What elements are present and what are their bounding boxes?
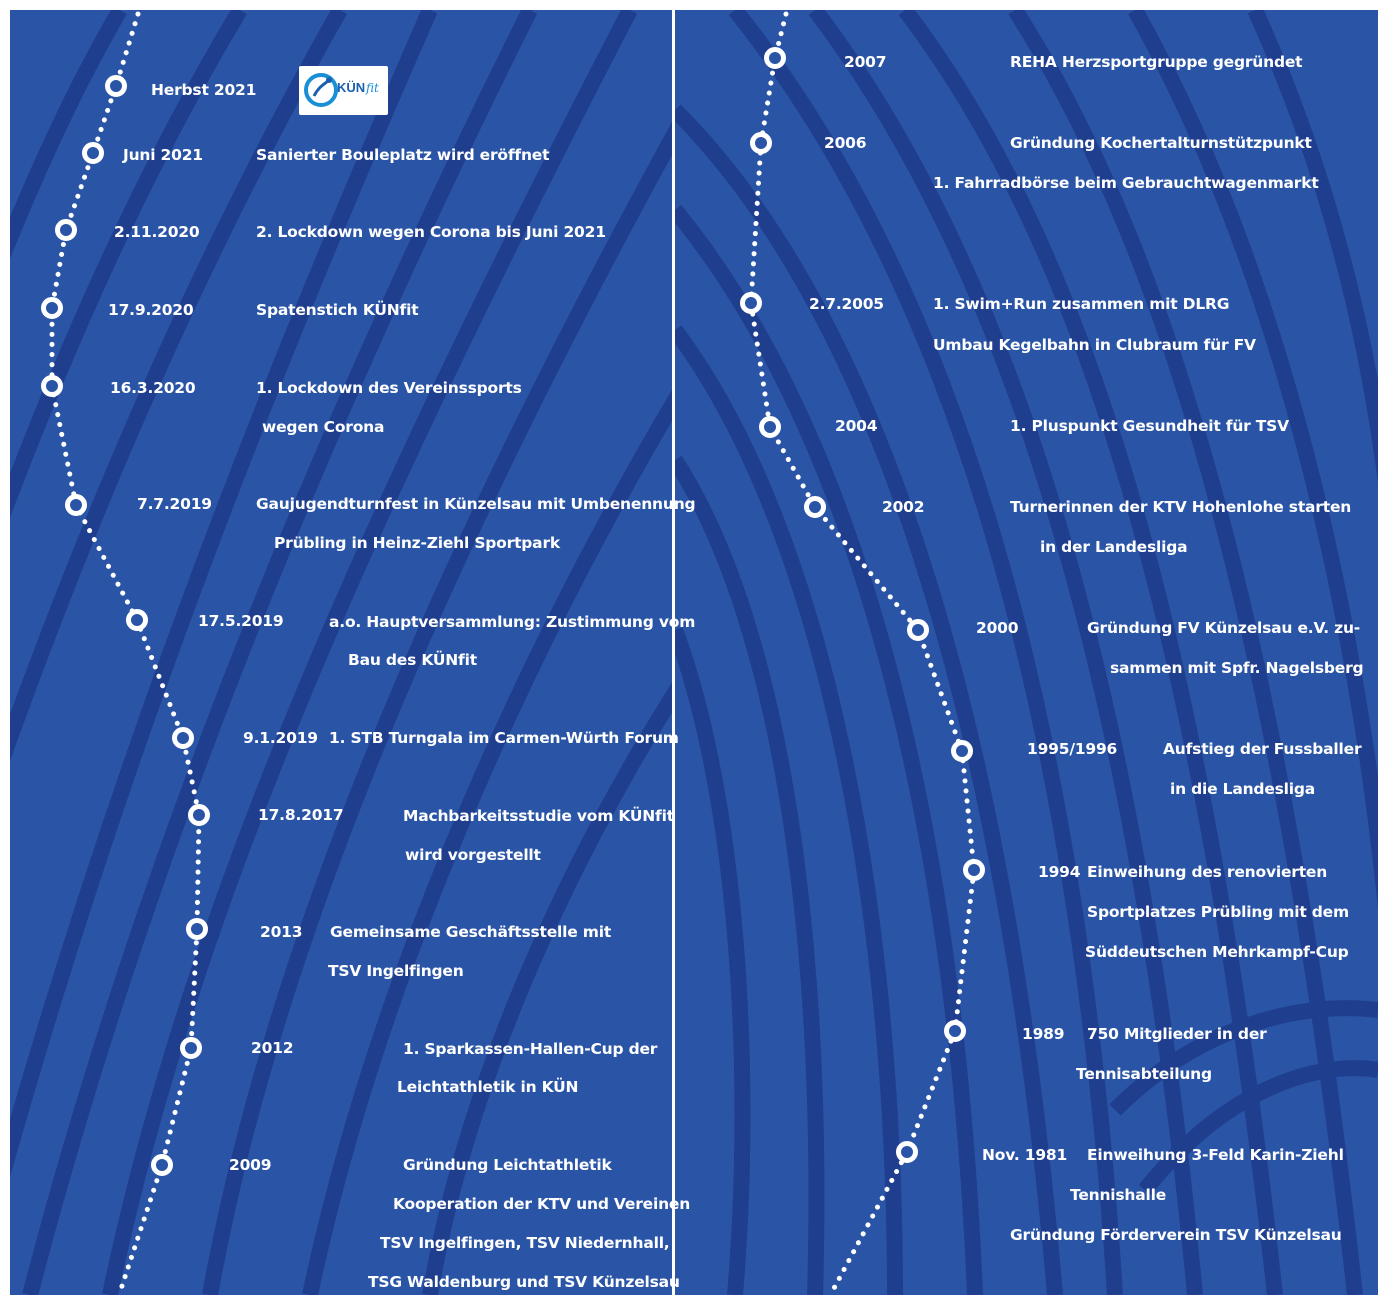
event-description: wird vorgestellt [405, 846, 541, 864]
event-date: 7.7.2019 [137, 495, 212, 513]
event-description: Sanierter Bouleplatz wird eröffnet [256, 146, 550, 164]
event-description: Prübling in Heinz-Ziehl Sportpark [274, 534, 560, 552]
event-description: Turnerinnen der KTV Hohenlohe starten [1010, 498, 1352, 516]
event-date: 2007 [844, 53, 887, 71]
event-date: 2002 [882, 498, 925, 516]
event-description: Bau des KÜNfit [348, 651, 477, 669]
timeline-marker [896, 1141, 918, 1163]
event-description: 1. Swim+Run zusammen mit DLRG [933, 295, 1230, 313]
timeline-marker [963, 859, 985, 881]
event-description: TSG Waldenburg und TSV Künzelsau [368, 1273, 680, 1291]
event-description: a.o. Hauptversammlung: Zustimmung vom [329, 613, 696, 631]
event-date: 1989 [1022, 1025, 1065, 1043]
event-description: Gründung Kochertalturnstützpunkt [1010, 134, 1312, 152]
timeline-marker [172, 727, 194, 749]
event-description: Spatenstich KÜNfit [256, 301, 419, 319]
event-description: Machbarkeitsstudie vom KÜNfit [403, 807, 674, 825]
event-description: Einweihung 3-Feld Karin-Ziehl [1087, 1146, 1344, 1164]
timeline-trail-right [748, 11, 977, 1295]
event-description: Gaujugendturnfest in Künzelsau mit Umben… [256, 495, 696, 513]
event-description: Gemeinsame Geschäftsstelle mit [330, 923, 612, 941]
event-date: 17.9.2020 [108, 301, 194, 319]
timeline-marker [186, 918, 208, 940]
event-description: 1. Pluspunkt Gesundheit für TSV [1010, 417, 1289, 435]
event-date: 9.1.2019 [243, 729, 318, 747]
timeline-panel-right [675, 10, 1378, 1295]
event-date: 1995/1996 [1027, 740, 1118, 758]
logo-text-main: KÜN [337, 80, 366, 95]
event-date: 2000 [976, 619, 1019, 637]
event-date: Nov. 1981 [982, 1146, 1068, 1164]
event-description: Gründung FV Künzelsau e.V. zu- [1087, 619, 1361, 637]
timeline-marker [41, 375, 63, 397]
timeline-marker [750, 132, 772, 154]
event-date: 2006 [824, 134, 867, 152]
event-description: in die Landesliga [1170, 780, 1316, 798]
timeline-marker [126, 609, 148, 631]
event-description: Gründung Leichtathletik [403, 1156, 612, 1174]
event-description: 1. Fahrradbörse beim Gebrauchtwagenmarkt [933, 174, 1319, 192]
event-date: 2012 [251, 1039, 294, 1057]
timeline-panel-left [10, 10, 672, 1295]
event-description: 1. Sparkassen-Hallen-Cup der [403, 1040, 658, 1058]
event-description: Einweihung des renovierten [1087, 863, 1328, 881]
timeline-marker [951, 740, 973, 762]
event-description: Tennishalle [1070, 1186, 1167, 1204]
timeline-marker [907, 619, 929, 641]
timeline-marker [105, 75, 127, 97]
event-description: REHA Herzsportgruppe gegründet [1010, 53, 1303, 71]
kuenfit-logo: KÜN fit [299, 66, 388, 115]
event-date: 2004 [835, 417, 878, 435]
event-description: TSV Ingelfingen, TSV Niedernhall, [380, 1234, 670, 1252]
event-description: Sportplatzes Prübling mit dem [1087, 903, 1349, 921]
event-date: 16.3.2020 [110, 379, 196, 397]
event-date: 2.11.2020 [114, 223, 200, 241]
logo-text-script: fit [366, 81, 379, 95]
timeline-marker [41, 297, 63, 319]
event-description: Aufstieg der Fussballer [1163, 740, 1362, 758]
event-description: TSV Ingelfingen [328, 962, 464, 980]
kuenfit-logo-mark [304, 73, 338, 107]
timeline-marker [764, 47, 786, 69]
event-description: 1. STB Turngala im Carmen-Würth Forum [329, 729, 679, 747]
timeline-marker [740, 292, 762, 314]
event-description: sammen mit Spfr. Nagelsberg [1110, 659, 1364, 677]
timeline-marker [151, 1154, 173, 1176]
event-description: Süddeutschen Mehrkampf-Cup [1085, 943, 1349, 961]
event-description: in der Landesliga [1040, 538, 1188, 556]
event-date: Herbst 2021 [151, 81, 257, 99]
event-description: Kooperation der KTV und Vereinen [393, 1195, 691, 1213]
timeline-marker [180, 1037, 202, 1059]
background-waves [675, 10, 1378, 1295]
timeline-marker [55, 219, 77, 241]
event-date: 17.8.2017 [258, 806, 344, 824]
event-date: 2.7.2005 [809, 295, 884, 313]
event-date: 17.5.2019 [198, 612, 284, 630]
event-description: 1. Lockdown des Vereinssports [256, 379, 522, 397]
event-description: Tennisabteilung [1076, 1065, 1212, 1083]
background-waves [10, 10, 672, 1295]
timeline-marker [759, 416, 781, 438]
event-description: wegen Corona [262, 418, 385, 436]
timeline-marker [82, 142, 104, 164]
timeline-marker [944, 1020, 966, 1042]
event-description: Gründung Förderverein TSV Künzelsau [1010, 1226, 1342, 1244]
event-date: 2013 [260, 923, 303, 941]
event-date: Juni 2021 [123, 146, 203, 164]
event-date: 1994 [1038, 863, 1081, 881]
timeline-marker [188, 804, 210, 826]
timeline-marker [65, 494, 87, 516]
timeline-trail-left [49, 11, 202, 1295]
event-description: 750 Mitglieder in der [1087, 1025, 1267, 1043]
event-description: Leichtathletik in KÜN [397, 1078, 579, 1096]
timeline-marker [804, 496, 826, 518]
event-description: Umbau Kegelbahn in Clubraum für FV [933, 336, 1256, 354]
event-description: 2. Lockdown wegen Corona bis Juni 2021 [256, 223, 606, 241]
event-date: 2009 [229, 1156, 272, 1174]
